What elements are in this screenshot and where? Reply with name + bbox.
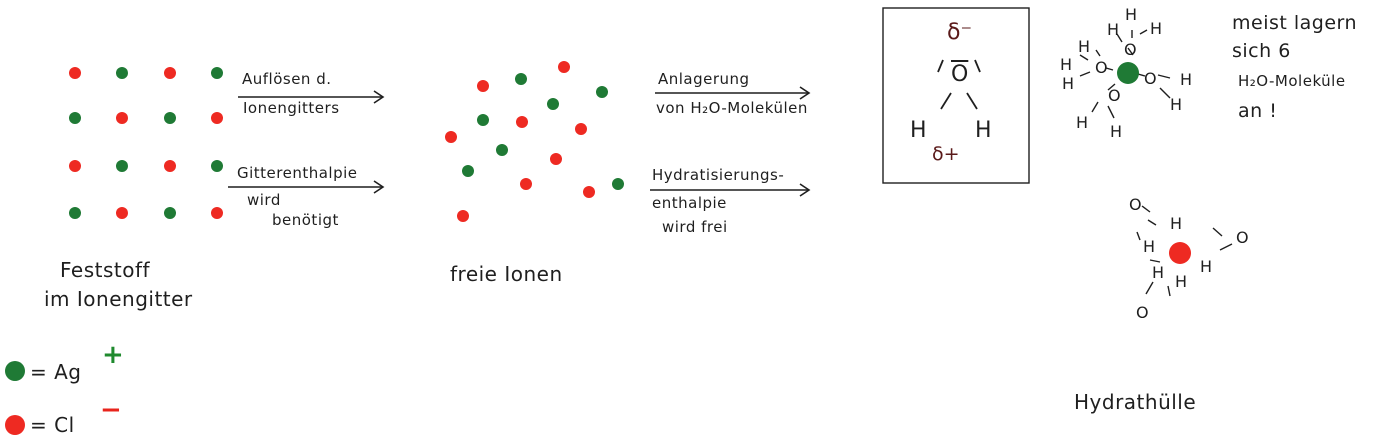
legend-ag-label: = Ag [30, 360, 82, 384]
free-ions-cluster [445, 61, 624, 222]
lattice-ag-ion [116, 67, 128, 79]
note-line3: H₂O-Moleküle [1238, 72, 1346, 90]
free-cl-ion [550, 153, 562, 165]
legend-ag-dot [5, 361, 25, 381]
water-molecule-box [882, 7, 1030, 184]
free-ag-ion [515, 73, 527, 85]
water-hydrogen-right: H [975, 118, 992, 143]
free-cl-ion [477, 80, 489, 92]
solid-caption-line1: Feststoff [60, 258, 151, 282]
lattice-enthalpy-label-line1: Gitterenthalpie [237, 164, 358, 182]
lattice-cl-ion [164, 67, 176, 79]
water-hydrogen-left: H [910, 118, 927, 143]
free-ions-caption: freie Ionen [450, 262, 563, 286]
water-molecule-bonds [937, 59, 981, 110]
free-ag-ion [496, 144, 508, 156]
ag-shell-h: H [1062, 74, 1075, 93]
cl-shell-h: H [1200, 257, 1213, 276]
lattice-cl-ion [164, 160, 176, 172]
free-ag-ion [596, 86, 608, 98]
note-line4: an ! [1238, 100, 1278, 122]
cl-shell-o: O [1129, 195, 1142, 214]
ag-shell-h: H [1170, 95, 1183, 114]
lattice-ag-ion [116, 160, 128, 172]
dissolve-label-line2: Ionengitters [243, 99, 340, 117]
cl-shell-o: O [1236, 228, 1249, 247]
delta-minus-label: δ⁻ [947, 20, 973, 45]
lattice-ag-ion [164, 112, 176, 124]
attach-water-label-line2: von H₂O-Molekülen [656, 99, 808, 117]
free-ag-ion [612, 178, 624, 190]
cl-shell-h: H [1170, 214, 1183, 233]
note-line1: meist lagern [1232, 12, 1358, 34]
lattice-enthalpy-label-line2: wird [247, 191, 281, 209]
ag-ion-center [1117, 62, 1139, 84]
free-ag-ion [547, 98, 559, 110]
lattice-ag-ion [69, 207, 81, 219]
lattice-cl-ion [69, 67, 81, 79]
hydration-enthalpy-label-line2: enthalpie [652, 194, 727, 212]
lattice-enthalpy-label-line3: benötigt [272, 211, 339, 229]
ag-shell-h: H [1060, 55, 1073, 74]
lattice-ag-ion [69, 112, 81, 124]
free-ag-ion [477, 114, 489, 126]
lattice-cl-ion [116, 207, 128, 219]
ag-shell-h: H [1107, 20, 1120, 39]
lattice-ag-ion [164, 207, 176, 219]
dissolve-label-line1: Auflösen d. [242, 70, 332, 88]
hydration-shell-caption: Hydrathülle [1074, 390, 1197, 414]
cl-hydration-bonds [1136, 205, 1233, 297]
legend-cl-charge: − [100, 395, 122, 425]
free-ag-ion [462, 165, 474, 177]
free-cl-ion [575, 123, 587, 135]
ag-shell-h: H [1150, 19, 1163, 38]
ag-shell-h: H [1125, 5, 1138, 24]
ag-shell-o: O [1124, 40, 1137, 59]
ag-shell-o: O [1144, 69, 1157, 88]
free-cl-ion [457, 210, 469, 222]
lattice-cl-ion [116, 112, 128, 124]
cl-shell-h: H [1152, 263, 1165, 282]
ag-shell-h: H [1076, 113, 1089, 132]
legend-cl-dot [5, 415, 25, 435]
lattice-ag-ion [211, 67, 223, 79]
hydration-enthalpy-label-line1: Hydratisierungs- [652, 166, 785, 184]
lattice-cl-ion [211, 207, 223, 219]
ag-hydration-bonds [1079, 29, 1171, 119]
ag-shell-h: H [1180, 70, 1193, 89]
legend-cl-label: = Cl [30, 413, 75, 437]
ag-shell-h: H [1110, 122, 1123, 141]
ag-shell-h: H [1078, 37, 1091, 56]
free-cl-ion [516, 116, 528, 128]
hydration-enthalpy-arrow [650, 183, 811, 197]
free-cl-ion [520, 178, 532, 190]
ion-lattice [69, 67, 223, 219]
hydration-enthalpy-label-line3: wird frei [662, 218, 728, 236]
ag-shell-o: O [1095, 58, 1108, 77]
dissolve-arrow [238, 90, 385, 104]
cl-shell-h: H [1175, 272, 1188, 291]
solid-caption-line2: im Ionengitter [44, 287, 193, 311]
free-cl-ion [445, 131, 457, 143]
note-line2: sich 6 [1232, 40, 1291, 62]
attach-water-arrow [655, 86, 811, 100]
cl-shell-o: O [1136, 303, 1149, 322]
attach-water-label-line1: Anlagerung [658, 70, 750, 88]
free-cl-ion [558, 61, 570, 73]
ag-shell-o: O [1108, 86, 1121, 105]
delta-plus-label: δ+ [932, 143, 960, 165]
lattice-enthalpy-arrow [228, 180, 385, 194]
legend-ag-charge: + [102, 340, 124, 370]
lattice-cl-ion [211, 112, 223, 124]
cl-ion-center [1169, 242, 1191, 264]
free-cl-ion [583, 186, 595, 198]
water-oxygen: O [951, 62, 969, 87]
lattice-cl-ion [69, 160, 81, 172]
cl-shell-h: H [1143, 237, 1156, 256]
lattice-ag-ion [211, 160, 223, 172]
